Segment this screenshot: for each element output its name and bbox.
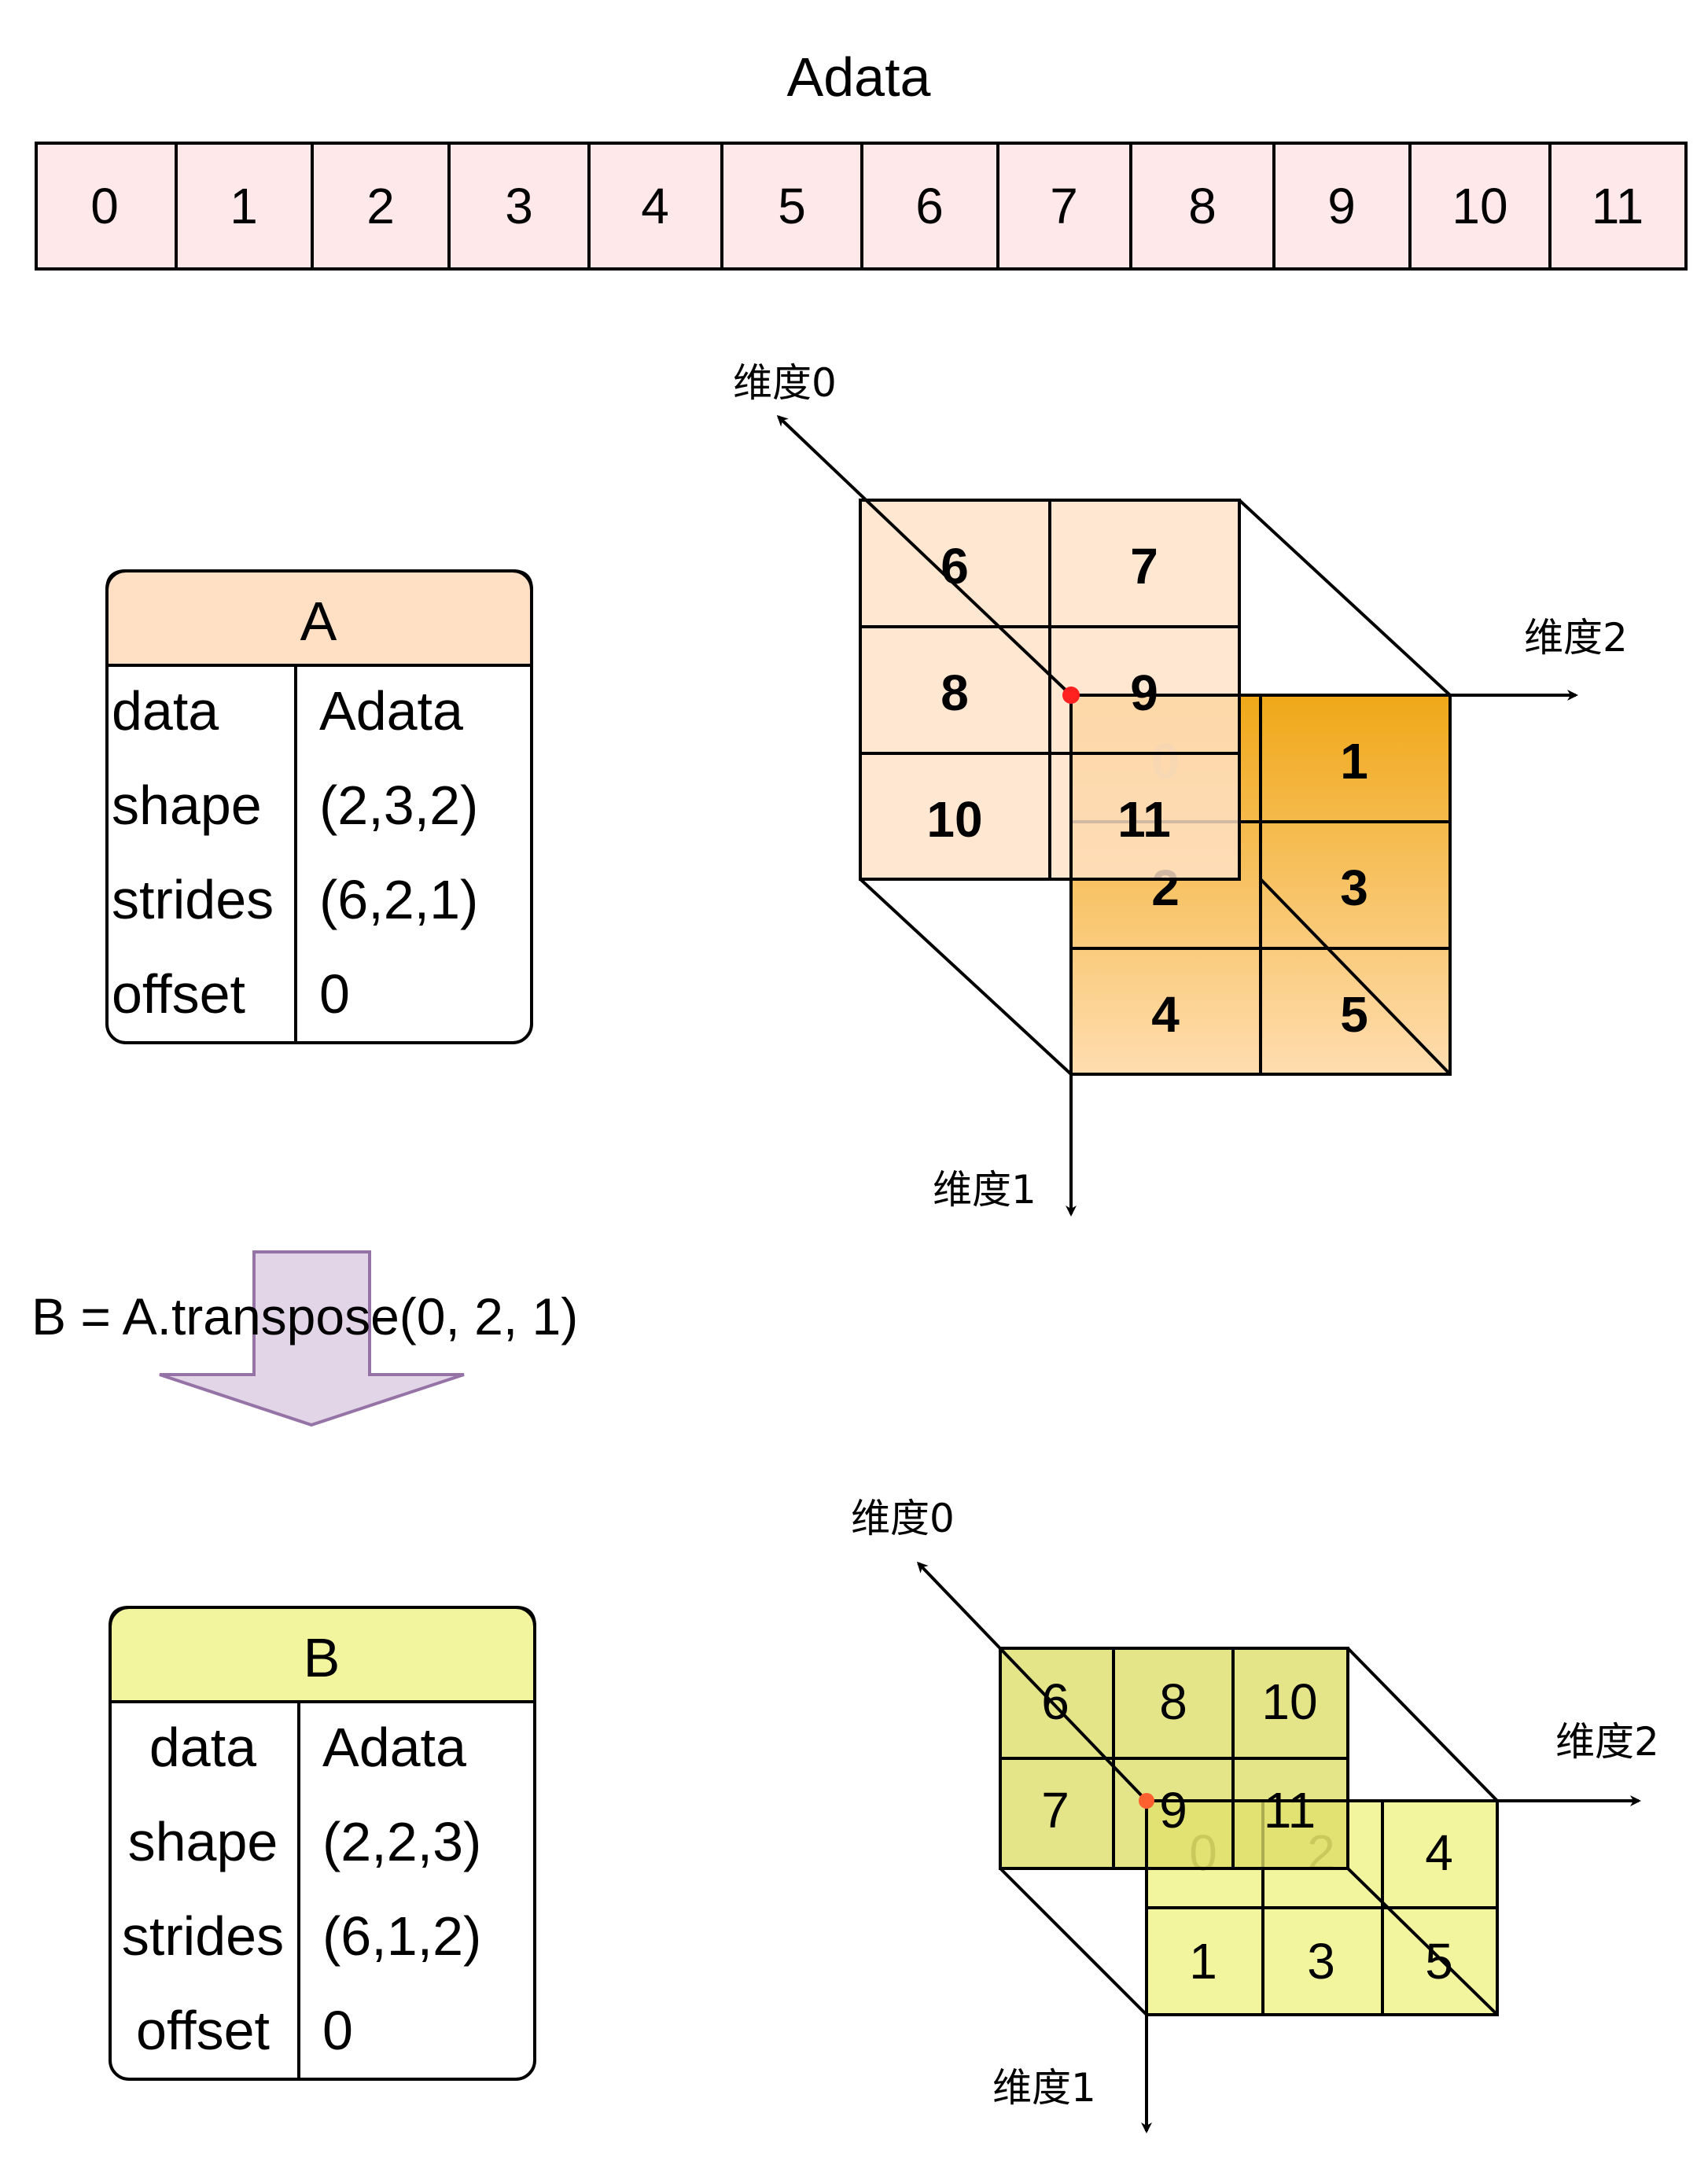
transform-label: B = A.transpose(0, 2, 1)	[31, 1287, 578, 1346]
adata-cell: 10	[1452, 178, 1507, 234]
adata-cell: 5	[778, 178, 806, 234]
table-b-header: B	[304, 1627, 340, 1688]
table-b-value: Adata	[322, 1717, 466, 1778]
adata-cell: 11	[1592, 178, 1644, 234]
origin-dot	[1139, 1793, 1154, 1809]
table-a-value: Adata	[319, 680, 463, 742]
adata-cell: 1	[230, 178, 258, 234]
cube-a-back-cell: 10	[926, 791, 982, 848]
adata-title: Adata	[787, 46, 931, 108]
table-a: A data Adata shape (2,3,2) strides (6,2,…	[105, 569, 533, 1044]
cube-b-back-cell: 6	[1041, 1673, 1069, 1730]
cube-a: 1 3 4 5 2 0 6 7 8 9 10 11	[776, 414, 1578, 1217]
cube-a-axis1-label: 维度1	[933, 1167, 1036, 1213]
cube-b-front-cell: 3	[1307, 1933, 1335, 1990]
table-a-key: strides	[112, 869, 274, 930]
cube-a-axis2-label: 维度2	[1524, 615, 1628, 661]
table-a-key: data	[112, 680, 219, 742]
adata-cell: 9	[1327, 178, 1356, 234]
table-a-value: (6,2,1)	[319, 869, 478, 930]
cube-b-axis1-label: 维度1	[992, 2065, 1096, 2111]
table-b-value: 0	[322, 2000, 353, 2061]
table-b-key: shape	[128, 1811, 278, 1872]
cube-a-front-cell: 4	[1151, 986, 1180, 1043]
table-a-header: A	[300, 591, 337, 652]
table-b-key: data	[149, 1717, 256, 1778]
cube-a-back-cell: 7	[1130, 538, 1158, 595]
cube-b-back-cell: 10	[1261, 1673, 1317, 1730]
cube-b-back-cell: 9	[1159, 1782, 1187, 1839]
table-b: B data Adata shape (2,2,3) strides (6,1,…	[109, 1606, 536, 2081]
table-a-value: 0	[319, 963, 350, 1025]
origin-dot	[1062, 687, 1080, 704]
table-b-value: (2,2,3)	[322, 1811, 481, 1872]
transform-arrow	[159, 1250, 465, 1427]
cube-b-back-cell: 11	[1264, 1782, 1316, 1839]
table-b-key: strides	[122, 1905, 284, 1967]
cube-a-back-cell: 9	[1130, 664, 1158, 721]
table-a-key: shape	[112, 775, 262, 836]
adata-cell: 3	[505, 178, 533, 234]
table-a-key: offset	[112, 963, 245, 1025]
cube-a-front-cell: 1	[1340, 733, 1368, 790]
table-a-value: (2,3,2)	[319, 775, 478, 836]
adata-array: 0 1 2 3 4 5 6 7 8 9 10 11	[35, 142, 1688, 271]
cube-a-front-cell: 3	[1340, 860, 1368, 916]
cube-b-axis2-label: 维度2	[1555, 1719, 1659, 1765]
cube-a-axis0-label: 维度0	[733, 360, 837, 406]
adata-cell: 8	[1188, 178, 1217, 234]
cube-b-back-cell: 8	[1159, 1673, 1187, 1730]
adata-cell: 4	[641, 178, 669, 234]
table-b-key: offset	[136, 2000, 270, 2061]
adata-cell: 6	[915, 178, 944, 234]
cube-b-axis0-label: 维度0	[851, 1496, 955, 1541]
table-b-value: (6,1,2)	[322, 1905, 481, 1967]
cube-b-back-cell: 7	[1041, 1782, 1069, 1839]
cube-a-front-cell: 5	[1340, 986, 1368, 1043]
cube-a-back-cell: 11	[1117, 791, 1171, 848]
cube-b-front-cell: 5	[1425, 1933, 1453, 1990]
cube-b: 0 2 4 1 3 5 6 8 10 7 9 11	[916, 1561, 1641, 2133]
adata-cell: 0	[90, 178, 119, 234]
adata-cell: 7	[1050, 178, 1078, 234]
adata-cell: 2	[366, 178, 395, 234]
cube-a-back-cell: 8	[941, 664, 969, 721]
cube-b-front-cell: 1	[1189, 1933, 1217, 1990]
cube-b-front-cell: 4	[1425, 1824, 1453, 1881]
